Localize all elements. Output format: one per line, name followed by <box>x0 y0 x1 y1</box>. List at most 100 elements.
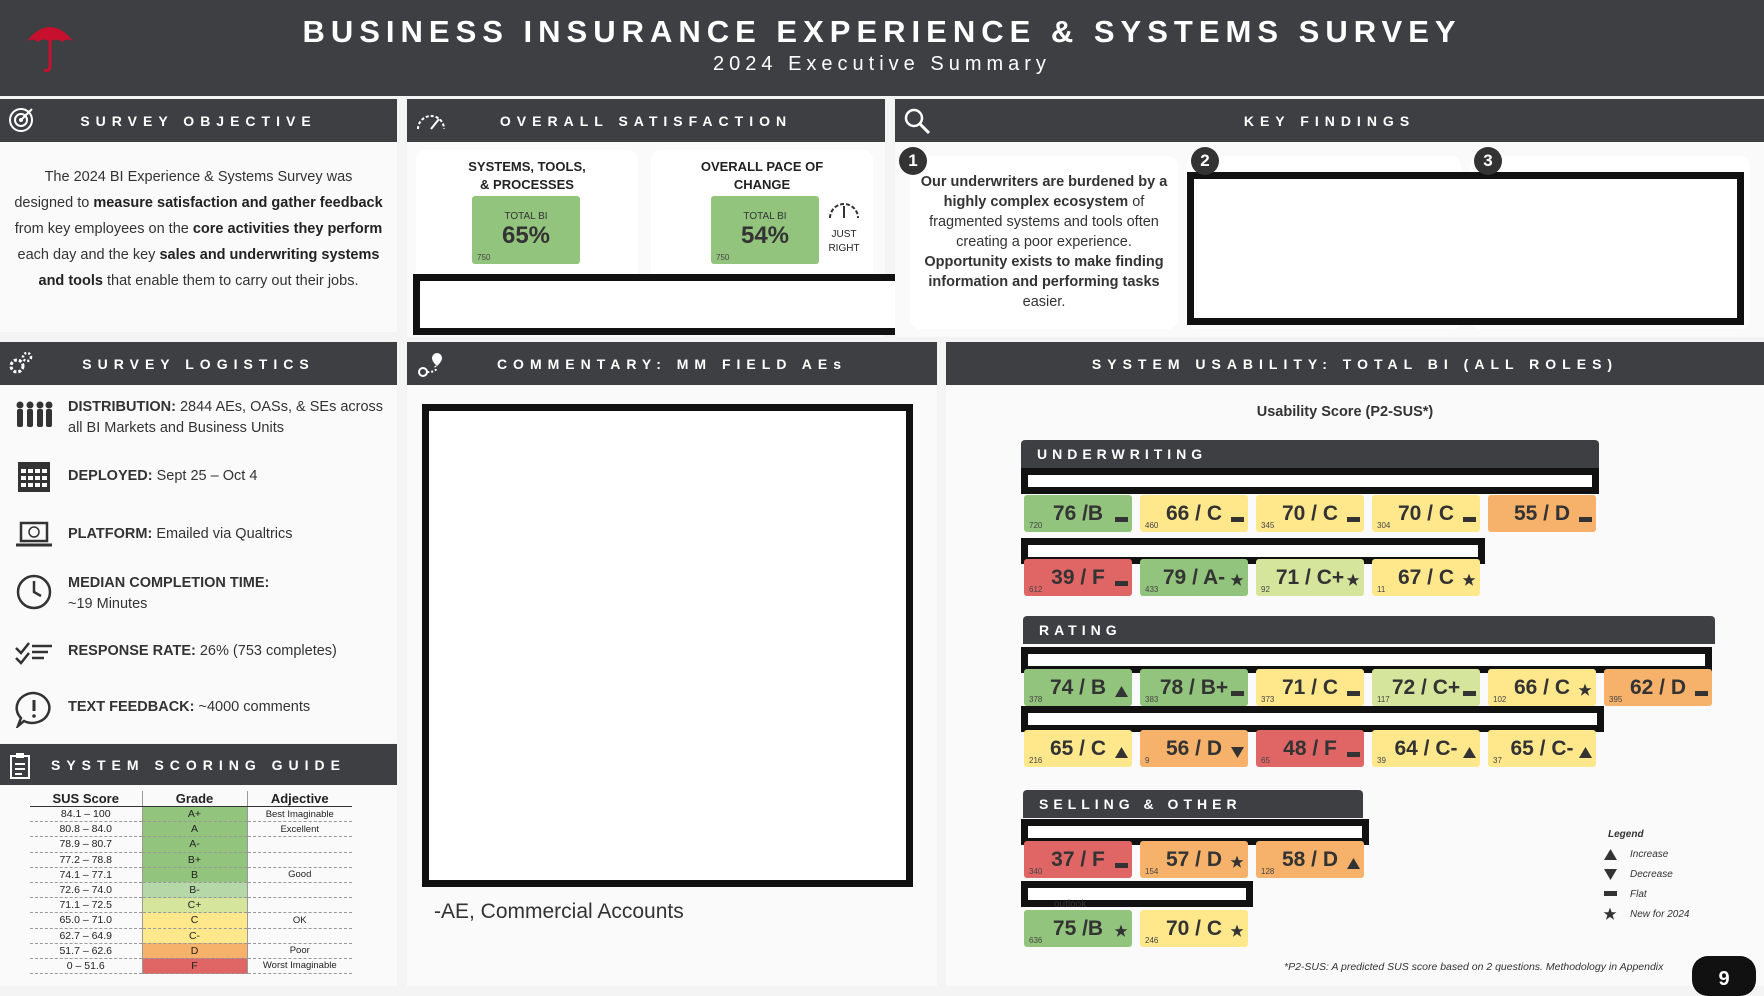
usability-score-tile: 65 / C-37 <box>1488 730 1596 767</box>
sample-size: 102 <box>1493 695 1507 704</box>
logistics-platform: PLATFORM: Emailed via Qualtrics <box>14 517 384 551</box>
sample-size: 383 <box>1145 695 1159 704</box>
logistics-response-rate: RESPONSE RATE: 26% (753 completes) <box>14 634 384 668</box>
rating-group-header: RATING <box>1023 616 1715 644</box>
col-adjective: Adjective <box>247 791 352 807</box>
col-grade: Grade <box>142 791 248 807</box>
gauge-icon <box>415 107 447 133</box>
redacted-block <box>1021 706 1604 732</box>
target-icon <box>8 107 34 133</box>
legend-item: Flat <box>1600 884 1730 904</box>
star-icon <box>1346 569 1360 593</box>
usability-score-tile: 70 / C 345 <box>1256 495 1364 532</box>
score-label: 66 / C <box>1513 675 1571 699</box>
finding-text-1: Our underwriters are burdened by a highl… <box>920 174 1168 310</box>
route-icon <box>417 350 443 377</box>
flat-icon <box>1579 505 1592 529</box>
sample-size: 304 <box>1377 521 1391 530</box>
usability-score-tile: 71 / C+92 <box>1256 559 1364 596</box>
adjective-cell: OK <box>247 912 352 929</box>
legend-label: Increase <box>1630 848 1669 860</box>
score-label: 75 /B <box>1052 916 1104 940</box>
sample-size: 65 <box>1261 756 1270 765</box>
score-label: 55 / D <box>1513 501 1571 525</box>
adjective-cell: Best Imaginable <box>247 806 352 823</box>
sample-size: 345 <box>1261 521 1275 530</box>
adjective-cell: Good <box>247 867 352 883</box>
star-icon <box>1114 920 1128 944</box>
increase-icon <box>1347 851 1360 875</box>
redacted-block <box>422 404 913 887</box>
sample-size: 433 <box>1145 585 1159 594</box>
star-icon <box>1230 569 1244 593</box>
total-bi-tile: TOTAL BI 54% 750 <box>711 196 819 264</box>
system-usability-header: SYSTEM USABILITY: TOTAL BI (ALL ROLES) <box>946 342 1764 385</box>
grade-cell: B+ <box>142 852 248 868</box>
redacted-block <box>1187 172 1744 325</box>
logistics-distribution: DISTRIBUTION: 2844 AEs, OASs, & SEs acro… <box>14 397 384 439</box>
flat-icon <box>1600 891 1620 897</box>
card-title: OVERALL PACE OF CHANGE <box>700 159 824 192</box>
score-label: 70 / C <box>1281 501 1339 525</box>
usability-score-tile: 66 / C 102 <box>1488 669 1596 706</box>
sus-range: 72.6 – 74.0 <box>30 882 143 899</box>
grade-cell: C <box>142 912 248 929</box>
survey-objective-header: SURVEY OBJECTIVE <box>0 99 397 142</box>
grade-cell: B <box>142 867 248 883</box>
header-bar <box>0 0 1764 96</box>
sus-range: 80.8 – 84.0 <box>30 821 143 838</box>
flat-icon <box>1347 505 1360 529</box>
pace-note: JUST RIGHT <box>828 229 860 254</box>
usability-score-tile: 55 / D <box>1488 495 1596 532</box>
logistics-panel <box>0 385 397 743</box>
logistics-deployed: DEPLOYED: Sept 25 – Oct 4 <box>14 459 384 493</box>
sample-size: 395 <box>1609 695 1623 704</box>
flat-icon <box>1463 505 1476 529</box>
clock-icon <box>14 573 54 610</box>
score-label: 78 / B+ <box>1159 675 1229 699</box>
usability-score-tile: 48 / F 65 <box>1256 730 1364 767</box>
increase-icon <box>1115 679 1128 703</box>
sus-range: 51.7 – 62.6 <box>30 943 143 959</box>
finding-number-3: 3 <box>1474 147 1502 175</box>
legend-label: Decrease <box>1630 868 1673 880</box>
score-label: 64 / C- <box>1394 736 1458 760</box>
overall-satisfaction-header: OVERALL SATISFACTION <box>407 99 885 142</box>
score-label: 76 /B <box>1052 501 1104 525</box>
score-label: 71 / C <box>1281 675 1339 699</box>
redacted-block <box>413 274 904 335</box>
people-icon <box>14 397 54 431</box>
checklist-icon <box>14 634 54 668</box>
flat-icon <box>1115 851 1128 875</box>
pace-card: OVERALL PACE OF CHANGE TOTAL BI 54% 750 … <box>651 150 873 280</box>
total-bi-tile: TOTAL BI 65% 750 <box>472 196 580 264</box>
score-label: 48 / F <box>1283 736 1337 760</box>
score-label: 62 / D <box>1629 675 1687 699</box>
usability-score-tile: 78 / B+383 <box>1140 669 1248 706</box>
commentary-attribution: -AE, Commercial Accounts <box>434 900 684 923</box>
adjective-cell <box>247 928 352 944</box>
grade-cell: C+ <box>142 897 248 914</box>
star-icon <box>1578 679 1592 703</box>
increase-icon <box>1579 740 1592 764</box>
score-label: 57 / D <box>1165 847 1223 871</box>
sample-size: 636 <box>1029 936 1043 945</box>
score-label: 66 / C <box>1165 501 1223 525</box>
